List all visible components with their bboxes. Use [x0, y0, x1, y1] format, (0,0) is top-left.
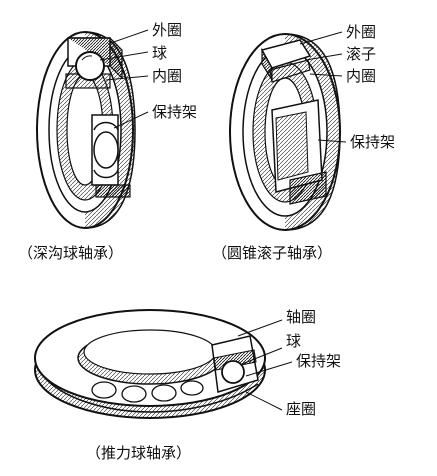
label-inner-ring-tapered: 内圈: [346, 67, 376, 85]
caption-tapered-roller: （圆锥滚子轴承）: [212, 244, 332, 262]
caption-deep-groove: （深沟球轴承）: [18, 244, 123, 262]
label-outer-ring: 外圈: [152, 21, 182, 39]
deep-groove-bearing-drawing: [36, 31, 136, 229]
label-ball: 球: [152, 44, 167, 62]
tapered-leaders: [299, 31, 347, 143]
label-ball-thrust: 球: [286, 332, 301, 350]
label-cage-thrust: 保持架: [296, 352, 341, 370]
label-roller: 滚子: [346, 45, 376, 63]
deep-groove-leaders: [99, 29, 149, 129]
label-outer-ring-tapered: 外圈: [346, 23, 376, 41]
label-inner-ring: 内圈: [152, 67, 182, 85]
label-cage: 保持架: [152, 103, 197, 121]
thrust-leaders: [237, 319, 293, 411]
label-seat-ring: 座圈: [286, 400, 316, 418]
tapered-roller-bearing-drawing: [229, 33, 341, 231]
label-shaft-ring: 轴圈: [286, 308, 316, 326]
label-cage-tapered: 保持架: [350, 133, 395, 151]
caption-thrust-ball: （推力球轴承）: [86, 444, 191, 462]
thrust-bearing-drawing: [34, 309, 266, 419]
